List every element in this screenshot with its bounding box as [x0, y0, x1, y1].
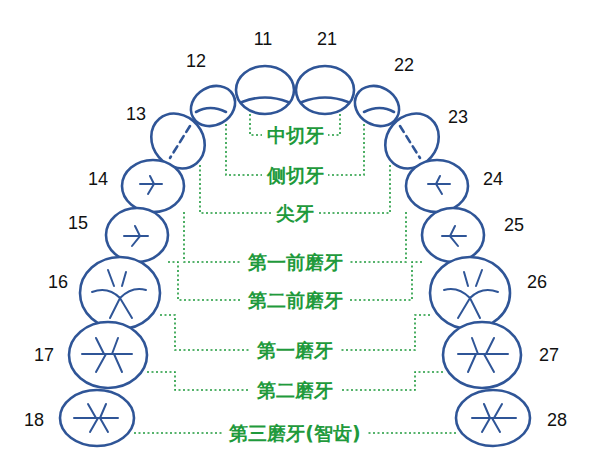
tooth-number: 26 — [527, 273, 547, 293]
tooth-number: 18 — [24, 411, 44, 431]
tooth-number: 22 — [394, 56, 414, 76]
tooth-number: 21 — [317, 30, 337, 50]
tooth-number: 14 — [88, 170, 108, 190]
tooth-number: 25 — [504, 216, 524, 236]
tooth-name: 第二磨牙 — [254, 380, 336, 401]
tooth-number: 24 — [483, 170, 503, 190]
tooth-number: 17 — [34, 346, 54, 366]
tooth-number: 28 — [547, 411, 567, 431]
tooth-name: 中切牙 — [264, 125, 327, 146]
tooth-number: 11 — [254, 30, 273, 50]
tooth-name: 第三磨牙(智齿) — [226, 423, 363, 444]
tooth-name: 第二前磨牙 — [245, 290, 346, 311]
tooth-number: 27 — [539, 346, 559, 366]
tooth-name: 第一磨牙 — [254, 340, 336, 361]
tooth-number: 16 — [48, 273, 68, 293]
tooth-name: 尖牙 — [273, 203, 317, 224]
tooth-name: 第一前磨牙 — [245, 252, 346, 273]
tooth-number: 13 — [126, 105, 146, 125]
tooth-number: 12 — [186, 52, 206, 72]
tooth-number: 15 — [68, 214, 88, 234]
tooth-number: 23 — [448, 108, 468, 128]
tooth-name: 侧切牙 — [264, 165, 327, 186]
